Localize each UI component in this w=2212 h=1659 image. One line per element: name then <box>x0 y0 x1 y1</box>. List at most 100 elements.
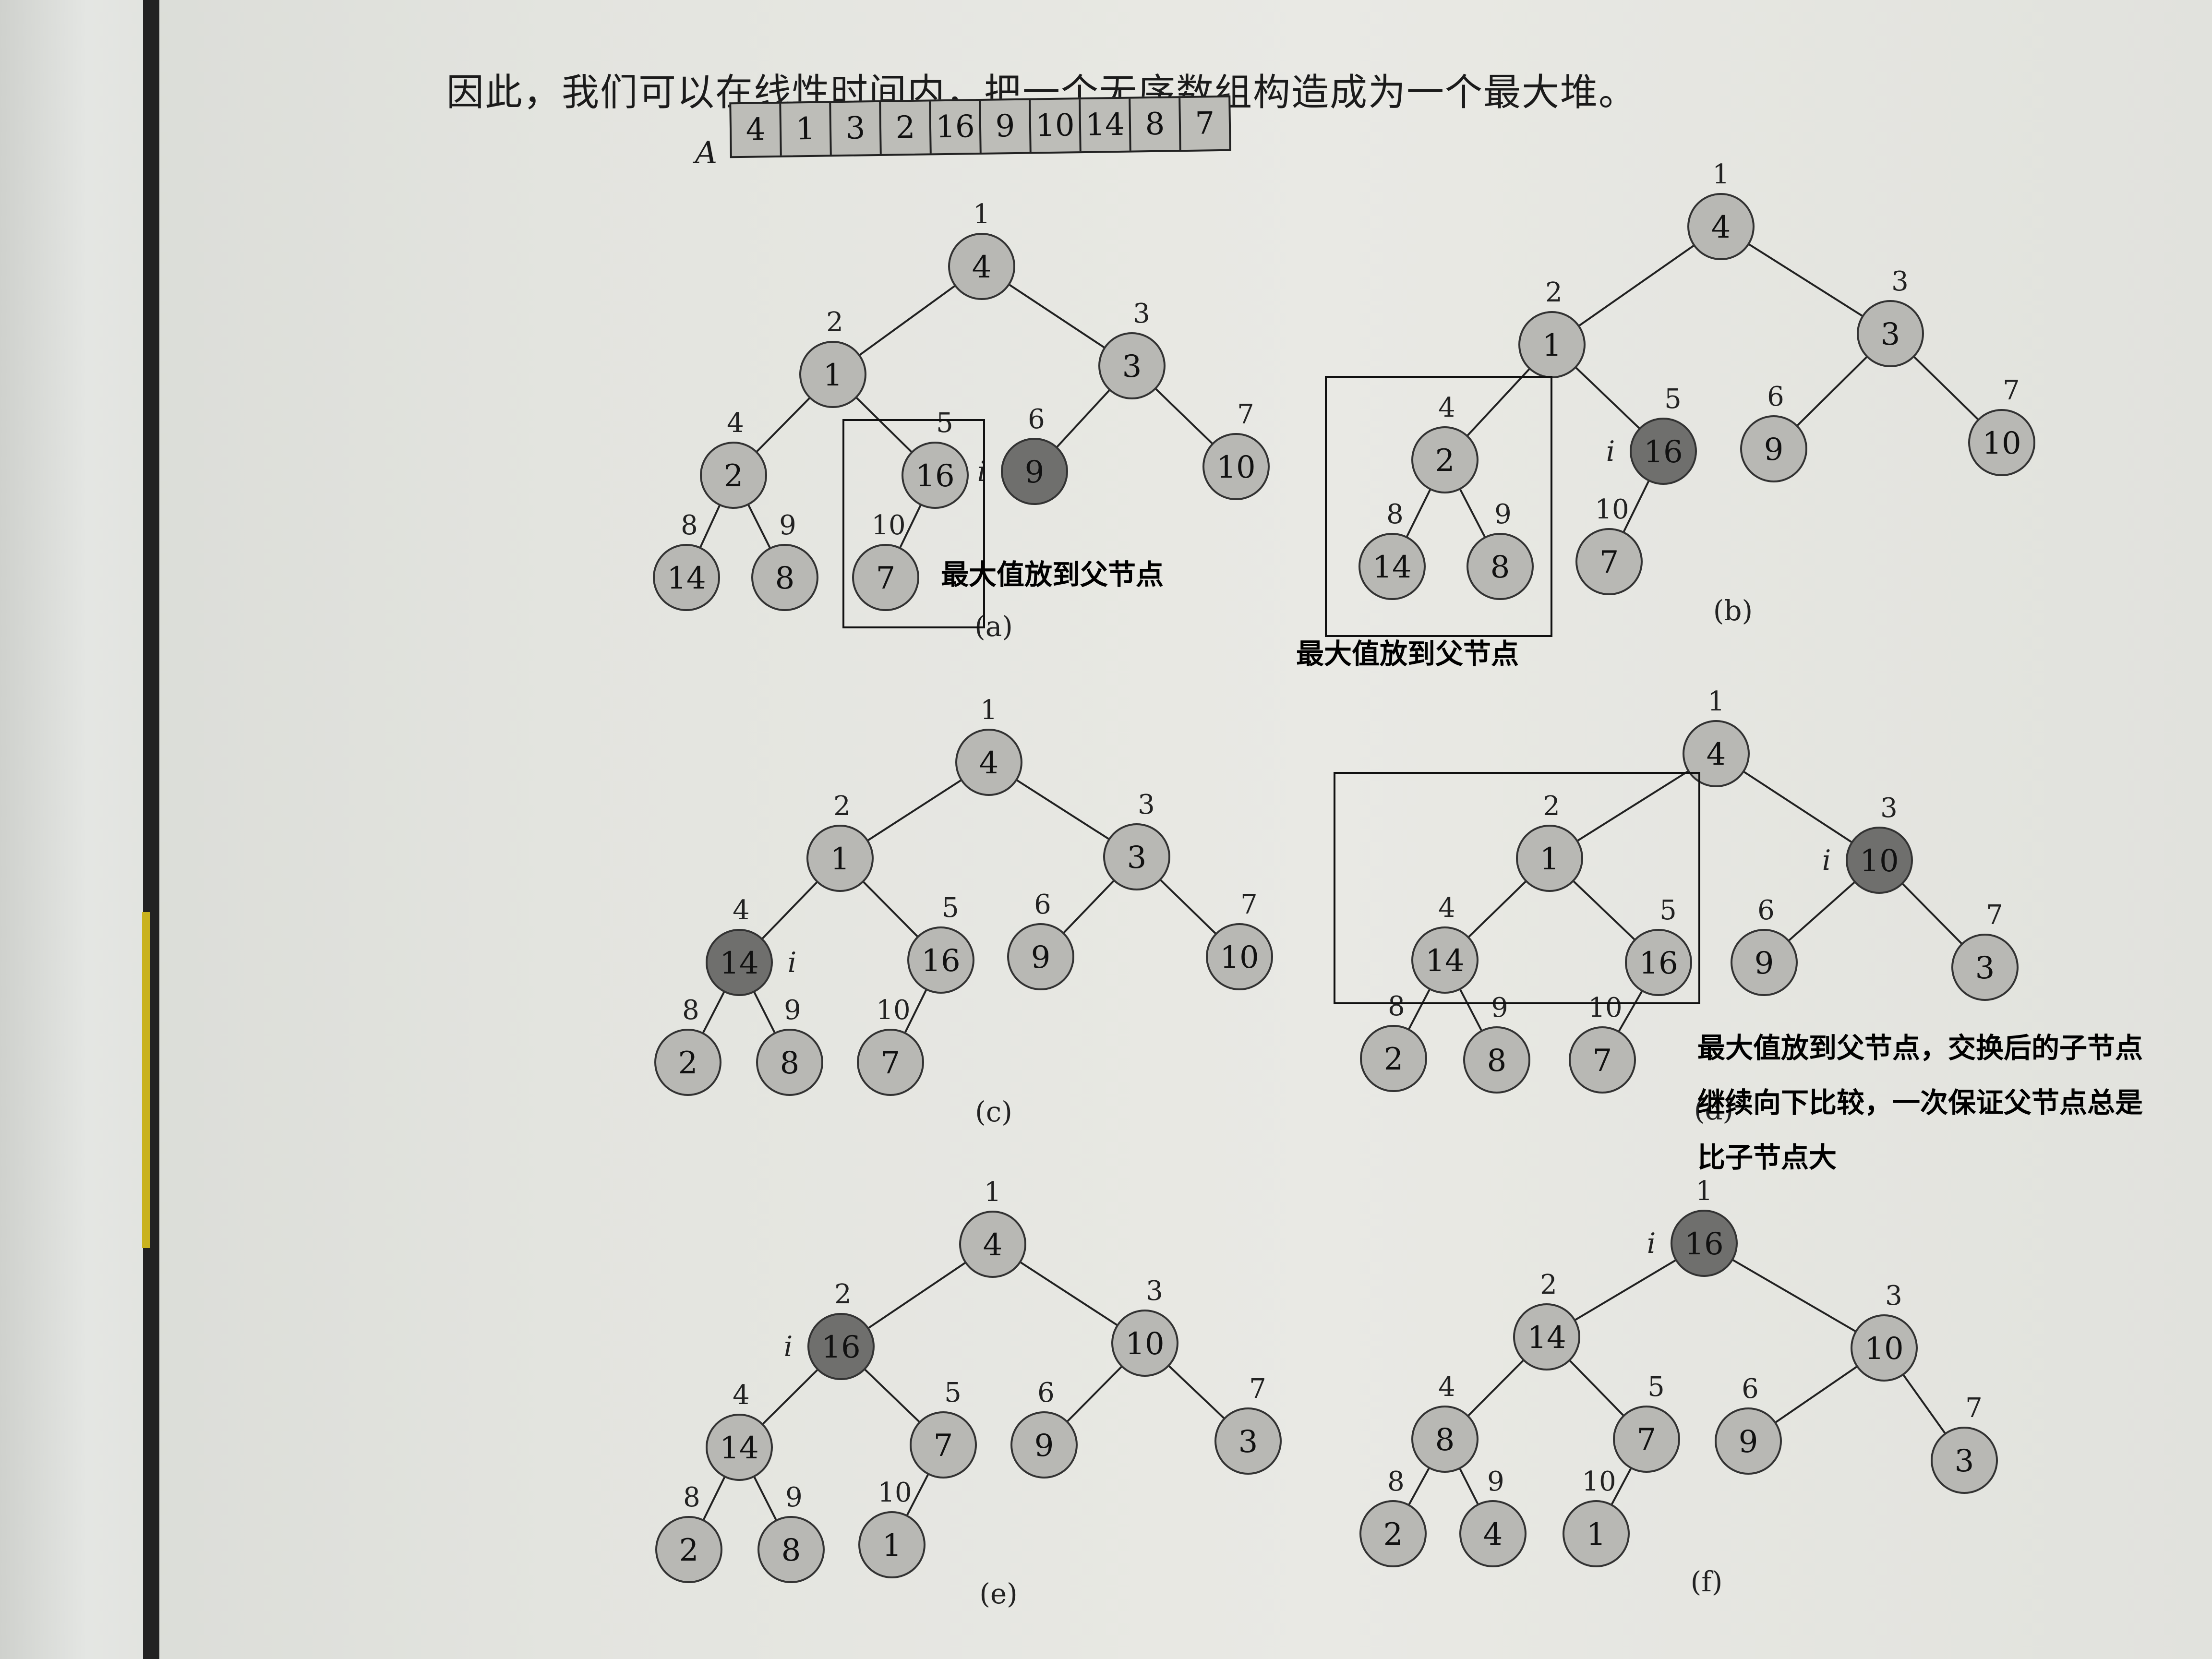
tree-node <box>1513 1303 1580 1370</box>
node-value: 1 <box>1587 1517 1606 1552</box>
node-value: 2 <box>679 1533 699 1568</box>
node-index: 2 <box>834 1279 852 1310</box>
node-index: 6 <box>1037 1377 1055 1408</box>
tree-node <box>1206 923 1273 990</box>
tree-node <box>1625 929 1692 996</box>
node-index: 2 <box>1540 1269 1557 1300</box>
node-value: 8 <box>1435 1422 1455 1458</box>
node-index: 3 <box>1891 266 1909 297</box>
tree-caption: (b) <box>1713 594 1753 627</box>
node-value: 8 <box>1487 1043 1507 1079</box>
node-value: 4 <box>1711 210 1731 245</box>
tree-node <box>706 929 773 996</box>
node-index: 10 <box>876 995 910 1026</box>
node-value: 3 <box>1127 840 1147 876</box>
left-page-edge <box>0 0 158 1659</box>
node-index: 3 <box>1138 789 1155 820</box>
node-value: 7 <box>1637 1422 1657 1458</box>
highlight-box <box>1325 376 1552 637</box>
tree-node <box>1563 1500 1630 1567</box>
node-index: 7 <box>1237 399 1254 430</box>
tree-node <box>1846 827 1913 894</box>
note-a: 最大值放到父节点 <box>941 558 1164 591</box>
tree-node <box>907 926 974 994</box>
array-label: A <box>695 135 718 171</box>
node-value: 1 <box>830 842 850 877</box>
node-value: 4 <box>972 250 992 285</box>
node-value: 14 <box>1425 943 1464 979</box>
node-index: 2 <box>826 307 843 338</box>
node-value: 16 <box>1644 434 1683 470</box>
tree-node <box>756 1029 823 1096</box>
node-value: 9 <box>1025 455 1045 490</box>
node-index: 8 <box>1387 1466 1405 1497</box>
node-index: 1 <box>1695 1176 1713 1207</box>
node-index: 9 <box>1494 499 1512 530</box>
tree-node <box>959 1211 1026 1278</box>
node-index: 6 <box>1757 895 1775 926</box>
tree-node <box>1411 1406 1479 1473</box>
tree-caption: (e) <box>979 1577 1018 1610</box>
node-index: 1 <box>984 1177 1001 1208</box>
node-value: 8 <box>781 1533 801 1568</box>
node-value: 14 <box>1372 550 1411 585</box>
tree-node <box>1931 1427 1998 1494</box>
tree-edge <box>1551 226 1722 346</box>
node-value: 14 <box>1527 1320 1566 1356</box>
node-value: 4 <box>983 1227 1003 1263</box>
node-index: 4 <box>1438 1371 1455 1403</box>
tree-node <box>1740 415 1807 482</box>
node-index: 9 <box>779 510 796 541</box>
node-value: 3 <box>1881 317 1900 352</box>
tree-node <box>706 1414 773 1481</box>
node-index: 9 <box>1491 992 1508 1023</box>
tree-node <box>948 233 1015 300</box>
node-value: 1 <box>823 358 843 393</box>
tree-node <box>1214 1407 1282 1475</box>
node-index: 6 <box>1742 1373 1759 1405</box>
node-value: 7 <box>881 1046 901 1081</box>
node-value: 7 <box>1599 545 1619 580</box>
node-index: 2 <box>1543 791 1560 822</box>
tree-node <box>1010 1411 1078 1479</box>
i-marker: i <box>1647 1227 1656 1260</box>
node-index: 9 <box>784 995 801 1026</box>
node-index: 7 <box>1249 1373 1266 1405</box>
node-index: 1 <box>973 199 990 230</box>
node-value: 10 <box>1125 1326 1164 1362</box>
node-index: 4 <box>727 408 744 439</box>
node-value: 8 <box>775 561 795 596</box>
tree-node <box>1103 823 1170 890</box>
i-marker: i <box>788 946 797 979</box>
tree-node <box>1098 332 1166 399</box>
node-value: 1 <box>1540 842 1560 877</box>
node-index: 5 <box>936 408 953 439</box>
i-marker: i <box>784 1330 793 1363</box>
tree-node <box>1111 1310 1178 1377</box>
note-d-line3: 比子节点大 <box>1697 1141 1837 1174</box>
i-marker: i <box>1606 435 1615 468</box>
tree-node <box>654 1029 721 1096</box>
node-index: 6 <box>1034 889 1051 920</box>
tree-node <box>757 1516 825 1583</box>
node-index: 9 <box>785 1482 803 1513</box>
node-index: 9 <box>1487 1466 1504 1497</box>
node-index: 5 <box>1659 895 1677 926</box>
tree-node <box>1467 533 1534 600</box>
node-value: 3 <box>1122 349 1142 385</box>
note-d-line2: 继续向下比较，一次保证父节点总是 <box>1697 1086 2143 1119</box>
tree-node <box>700 442 767 509</box>
tree-node <box>1516 825 1583 892</box>
node-index: 7 <box>1240 889 1258 920</box>
node-index: 2 <box>1545 277 1563 308</box>
node-value: 7 <box>1593 1043 1612 1079</box>
node-value: 14 <box>720 946 758 981</box>
tree-node <box>1715 1407 1782 1475</box>
node-value: 9 <box>1764 432 1784 468</box>
tree-caption: (c) <box>975 1095 1012 1128</box>
node-value: 16 <box>1684 1226 1723 1262</box>
tree-node <box>1613 1406 1680 1473</box>
